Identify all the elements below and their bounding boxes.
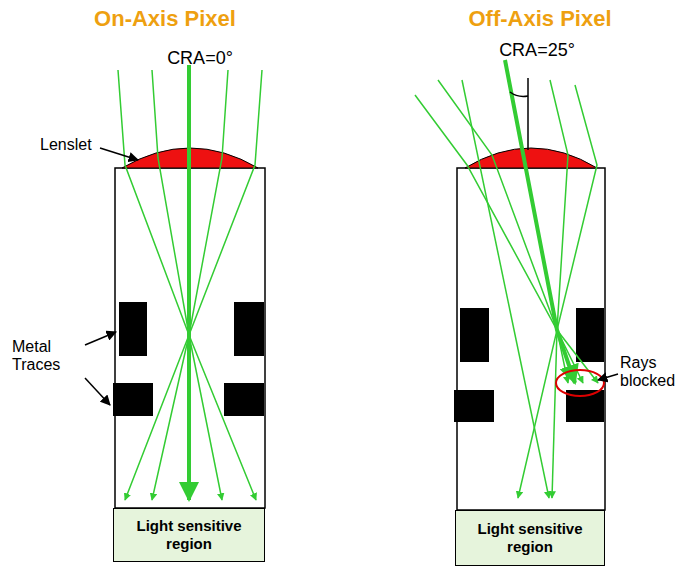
angle-label: CRA=25° (487, 40, 587, 61)
cra-angle (510, 78, 528, 150)
region-label: Light sensitive region (114, 517, 264, 553)
blocked-ring (556, 370, 604, 396)
panel-title: Off-Axis Pixel (430, 6, 650, 31)
region-label: Light sensitive region (456, 520, 604, 556)
callout-label: Metal Traces (12, 338, 88, 375)
pixel-well (457, 168, 605, 510)
lenslet (465, 148, 597, 168)
sensor-region: Light sensitive region (455, 510, 605, 566)
callout-label: Lenslet (40, 136, 120, 154)
angle-label: CRA=0° (150, 48, 250, 69)
panel-title: On-Axis Pixel (55, 6, 275, 31)
light-rays (415, 60, 598, 498)
light-rays (118, 65, 262, 500)
callout-label: Rays blocked (620, 354, 696, 391)
leader-lines (85, 148, 618, 405)
sensor-region: Light sensitive region (113, 508, 265, 562)
